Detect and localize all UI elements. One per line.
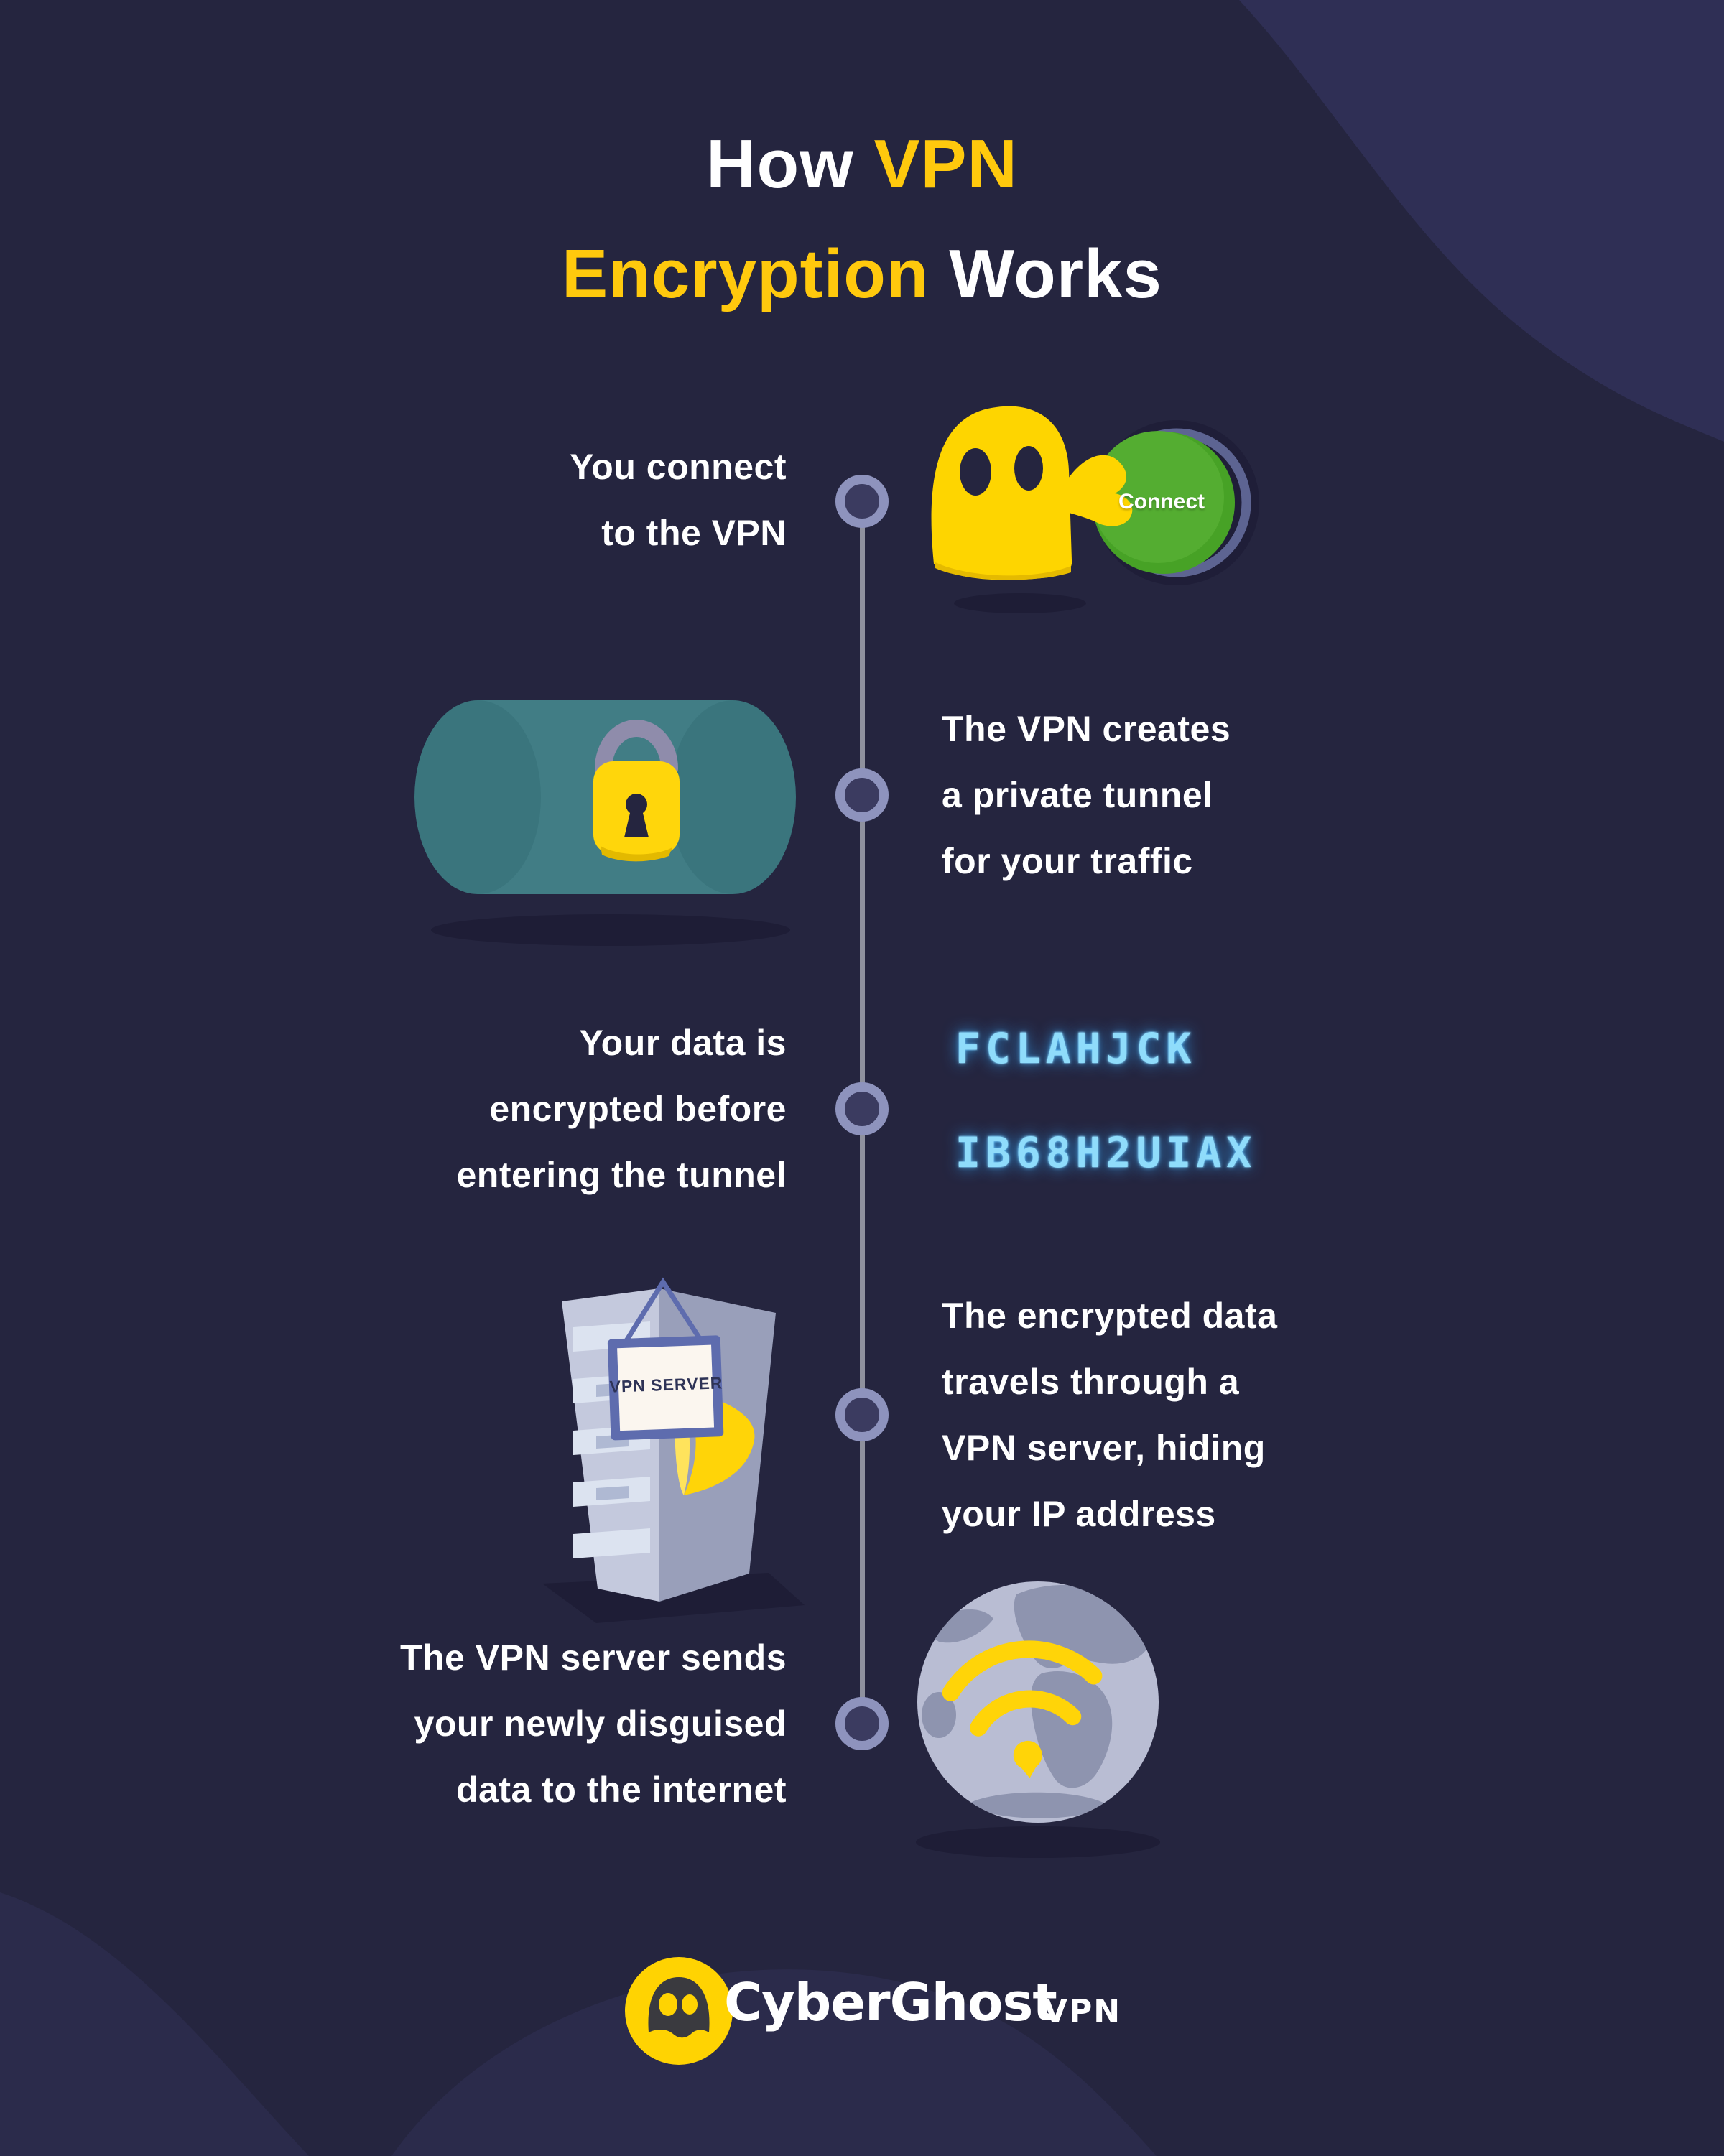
connect-button-highlight bbox=[1092, 431, 1224, 563]
sign-rope bbox=[623, 1277, 706, 1347]
step1-line1: You connect bbox=[570, 447, 787, 487]
ghost-eye-right bbox=[1014, 446, 1043, 491]
padlock-shackle bbox=[595, 720, 678, 777]
step5-text: The VPN server sends your newly disguise… bbox=[0, 1625, 787, 1823]
wifi-icon bbox=[942, 1640, 1103, 1737]
connect-button-label: Connect bbox=[1118, 490, 1205, 514]
tunnel-padlock-icon bbox=[414, 700, 796, 946]
step2-text: The VPN creates a private tunnel for you… bbox=[942, 696, 1624, 894]
step4-line2: travels through a bbox=[942, 1362, 1240, 1402]
timeline-node-2 bbox=[835, 768, 889, 822]
tunnel-cap-right bbox=[669, 700, 796, 894]
wifi-dot bbox=[1013, 1740, 1042, 1778]
vpn-server-sign-label: VPN SERVER bbox=[609, 1373, 723, 1396]
server-sign bbox=[607, 1335, 724, 1441]
step5-line2: your newly disguised bbox=[414, 1704, 787, 1744]
ghost-shadow bbox=[954, 593, 1086, 613]
brand-suffix: VPN bbox=[1043, 1993, 1122, 2030]
step1-line2: to the VPN bbox=[601, 513, 787, 553]
step4-text: The encrypted data travels through a VPN… bbox=[942, 1283, 1624, 1547]
keyhole-icon bbox=[626, 794, 647, 815]
title-encryption: Encryption bbox=[562, 236, 930, 312]
title-line-2: Encryption Works bbox=[0, 219, 1724, 329]
ghost-body bbox=[931, 406, 1072, 580]
ghost-eye-left bbox=[960, 448, 991, 496]
globe-shadow bbox=[916, 1826, 1160, 1858]
globe-wifi-icon bbox=[916, 1581, 1160, 1858]
top-right-blob bbox=[1239, 0, 1724, 442]
logo-ghost-eye-right bbox=[682, 1994, 698, 2015]
step2-line1: The VPN creates bbox=[942, 709, 1231, 749]
padlock-shade bbox=[601, 846, 672, 862]
title-vpn: VPN bbox=[873, 126, 1018, 203]
step2-line3: for your traffic bbox=[942, 841, 1193, 881]
server-slot-inner bbox=[596, 1486, 629, 1500]
step3-line3: entering the tunnel bbox=[456, 1155, 787, 1195]
step3-line1: Your data is bbox=[579, 1023, 787, 1063]
step1-text: You connect to the VPN bbox=[0, 434, 787, 566]
step2-line2: a private tunnel bbox=[942, 775, 1213, 815]
ghost-mascot-icon bbox=[931, 406, 1259, 613]
title-how: How bbox=[706, 126, 854, 203]
title-works: Works bbox=[949, 236, 1162, 312]
tunnel-cap-left bbox=[414, 700, 541, 894]
step4-line4: your IP address bbox=[942, 1494, 1216, 1534]
bottom-left-wave bbox=[0, 1892, 309, 2156]
title-line-1: How VPN bbox=[0, 109, 1724, 219]
step5-line1: The VPN server sends bbox=[399, 1637, 787, 1678]
encrypted-code-line2: IB68H2UIAX bbox=[955, 1128, 1257, 1177]
encrypted-code-line1: FCLAHJCK bbox=[955, 1024, 1197, 1073]
ghost-arm bbox=[1055, 455, 1133, 526]
step5-line3: data to the internet bbox=[455, 1770, 787, 1810]
timeline-node-5 bbox=[835, 1697, 889, 1750]
server-slot bbox=[573, 1528, 650, 1558]
tunnel-shadow bbox=[431, 914, 790, 946]
brand-wordmark: CyberGhost bbox=[724, 1972, 1057, 2032]
sign-face bbox=[617, 1344, 715, 1431]
bottom-center-hill bbox=[391, 1969, 1157, 2156]
step4-line3: VPN server, hiding bbox=[942, 1428, 1266, 1468]
step3-text: Your data is encrypted before entering t… bbox=[0, 1010, 787, 1208]
step3-line2: encrypted before bbox=[489, 1089, 787, 1129]
page-title: How VPN Encryption Works bbox=[0, 109, 1724, 329]
timeline-node-3 bbox=[835, 1082, 889, 1135]
logo-ghost-head bbox=[648, 1977, 710, 2038]
step4-line1: The encrypted data bbox=[942, 1296, 1278, 1336]
ghost-body-shade bbox=[935, 562, 1071, 580]
cyberghost-logo-icon bbox=[625, 1957, 733, 2065]
logo-ghost-eye-left bbox=[659, 1993, 677, 2016]
vpn-server-icon bbox=[542, 1277, 805, 1623]
keyhole-stem bbox=[624, 810, 649, 837]
timeline-node-1 bbox=[835, 475, 889, 528]
